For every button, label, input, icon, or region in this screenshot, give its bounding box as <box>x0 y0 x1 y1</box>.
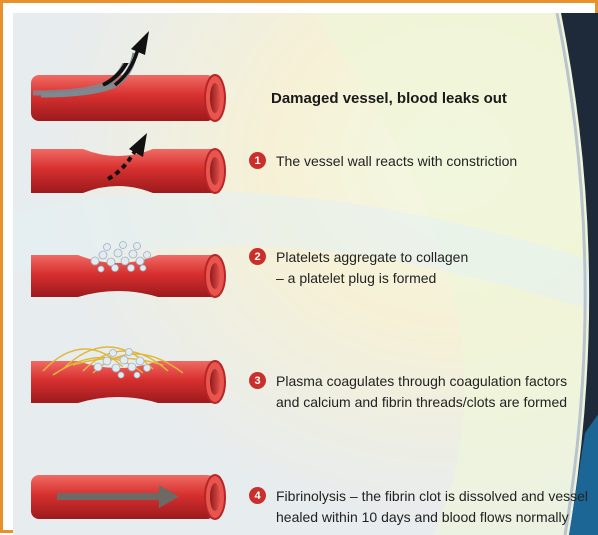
step-1: 1 The vessel wall reacts with constricti… <box>249 151 517 172</box>
step-number-badge: 3 <box>249 372 266 389</box>
step-number-badge: 2 <box>249 248 266 265</box>
step-4: 4 Fibrinolysis – the fibrin clot is diss… <box>249 486 588 528</box>
step-line: Platelets aggregate to collagen <box>276 247 468 268</box>
vessel-healed <box>23 463 233 533</box>
step-2: 2 Platelets aggregate to collagen – a pl… <box>249 247 468 289</box>
step-number-badge: 4 <box>249 487 266 504</box>
diagram-title: Damaged vessel, blood leaks out <box>271 90 507 107</box>
step-number-badge: 1 <box>249 152 266 169</box>
step-line: and calcium and fibrin threads/clots are… <box>276 392 567 413</box>
step-line: – a platelet plug is formed <box>276 268 468 289</box>
step-line: healed within 10 days and blood flows no… <box>276 507 588 528</box>
step-text: Platelets aggregate to collagen – a plat… <box>276 247 468 289</box>
step-line: The vessel wall reacts with constriction <box>276 151 517 172</box>
leak-arrow <box>23 23 233 123</box>
step-text: Plasma coagulates through coagulation fa… <box>276 371 567 413</box>
step-3: 3 Plasma coagulates through coagulation … <box>249 371 567 413</box>
step-line: Fibrinolysis – the fibrin clot is dissol… <box>276 486 588 507</box>
vessel-platelet-plug <box>23 235 233 310</box>
step-line: Plasma coagulates through coagulation fa… <box>276 371 567 392</box>
diagram-panel: Damaged vessel, blood leaks out 1 The ve… <box>13 13 598 535</box>
step-text: The vessel wall reacts with constriction <box>276 151 517 172</box>
vessel-constriction <box>23 131 233 206</box>
step-text: Fibrinolysis – the fibrin clot is dissol… <box>276 486 588 528</box>
vessel-fibrin-clot <box>23 331 233 411</box>
